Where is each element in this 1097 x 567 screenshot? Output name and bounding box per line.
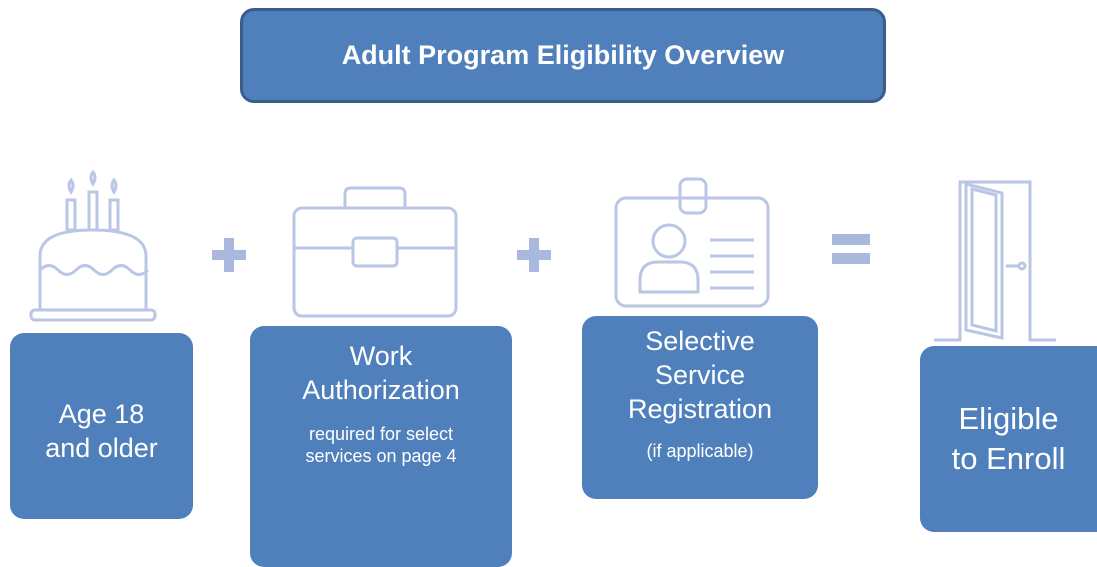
card-label: Eligible to Enroll (952, 399, 1066, 479)
birthday-cake-icon (28, 170, 158, 325)
age-requirement-card: Age 18 and older (10, 333, 193, 519)
plus-icon (212, 238, 246, 277)
card-note-line: (if applicable) (646, 441, 754, 461)
card-note-line: services on page 4 (305, 446, 457, 466)
selective-service-card: Selective Service Registration (if appli… (582, 316, 818, 499)
id-badge-icon (612, 176, 772, 310)
card-label-line: Registration (627, 394, 773, 424)
card-note: (if applicable) (646, 440, 753, 462)
card-label-line: Work (349, 341, 413, 371)
card-label-line: Service (654, 360, 745, 390)
card-note: required for select services on page 4 (305, 423, 456, 467)
card-label-line: and older (45, 433, 158, 463)
open-door-icon (930, 176, 1060, 346)
plus-icon (517, 238, 551, 277)
card-label: Age 18 and older (45, 397, 158, 465)
eligible-to-enroll-card: Eligible to Enroll (920, 346, 1097, 532)
card-label: Work Authorization (302, 339, 460, 407)
card-label-line: Selective (645, 326, 755, 356)
equals-icon (832, 234, 870, 271)
card-note-line: required for select (308, 424, 454, 444)
card-label-line: Eligible (958, 401, 1059, 436)
card-label-line: Authorization (302, 375, 460, 405)
card-label: Selective Service Registration (628, 324, 772, 426)
work-authorization-card: Work Authorization required for select s… (250, 326, 512, 567)
card-label-line: Age 18 (58, 399, 145, 429)
card-label-line: to Enroll (951, 441, 1066, 476)
briefcase-icon (290, 180, 460, 320)
page-title: Adult Program Eligibility Overview (240, 8, 886, 103)
